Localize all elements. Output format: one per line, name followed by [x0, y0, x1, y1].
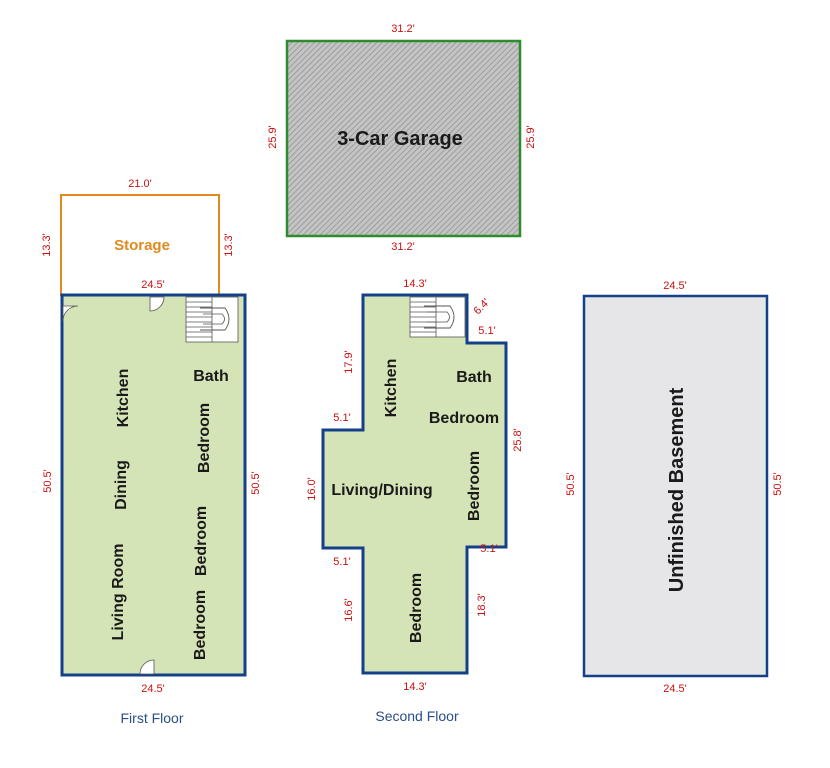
storage-dim-left: 13.3'	[41, 233, 53, 257]
second-floor-dim-left-middle: 16.0'	[306, 477, 318, 501]
first-floor-living-room-label: Living Room	[110, 544, 127, 641]
garage: 3-Car Garage 31.2' 31.2' 25.9' 25.9'	[267, 23, 537, 253]
basement-label: Unfinished Basement	[666, 387, 688, 592]
basement-dim-top: 24.5'	[663, 280, 687, 292]
second-floor-outline	[321, 293, 508, 675]
second-floor-dim-left-step-bottom: 5.1'	[333, 556, 350, 568]
second-floor-caption: Second Floor	[375, 708, 459, 724]
second-floor: Kitchen Bath Bedroom Bedroom Bedroom Liv…	[306, 278, 524, 724]
first-floor-kitchen-label: Kitchen	[115, 369, 132, 428]
second-floor-dim-bottom: 14.3'	[403, 681, 427, 693]
garage-dim-bottom: 31.2'	[391, 241, 415, 253]
second-floor-dim-lower-left: 16.6'	[343, 598, 355, 622]
basement-outline	[582, 294, 769, 678]
stairs-icon	[409, 296, 466, 338]
first-floor-dim-top: 24.5'	[141, 279, 165, 291]
door-left-icon	[62, 305, 79, 322]
garage-label: 3-Car Garage	[337, 128, 463, 150]
storage-dim-right: 13.3'	[223, 233, 235, 257]
basement-dim-left: 50.5'	[565, 472, 577, 496]
first-floor-bedroom-1-label: Bedroom	[196, 403, 213, 473]
second-floor-bedroom-1-label: Bedroom	[429, 410, 499, 427]
second-floor-bath-label: Bath	[456, 369, 492, 386]
first-floor: Kitchen Dining Living Room Bath Bedroom …	[42, 279, 262, 726]
garage-dim-left: 25.9'	[267, 125, 279, 149]
second-floor-dim-right-step: 5.1'	[480, 543, 497, 555]
storage-outline	[60, 194, 220, 296]
first-floor-dim-right: 50.5'	[250, 471, 262, 495]
basement-dim-bottom: 24.5'	[663, 683, 687, 695]
second-floor-dim-lower-right: 18.3'	[476, 593, 488, 617]
door-top-icon	[149, 296, 165, 312]
first-floor-bedroom-2-label: Bedroom	[193, 506, 210, 576]
storage-label: Storage	[114, 237, 170, 254]
second-floor-dim-notch-height: 6.4'	[471, 296, 492, 317]
second-floor-bedroom-2-label: Bedroom	[466, 451, 483, 521]
second-floor-dim-notch-width: 5.1'	[478, 325, 495, 337]
second-floor-bedroom-3-label: Bedroom	[408, 573, 425, 643]
storage: Storage 21.0' 13.3' 13.3'	[41, 178, 235, 296]
first-floor-outline	[60, 293, 247, 677]
storage-dim-top: 21.0'	[128, 178, 152, 190]
second-floor-dim-top: 14.3'	[403, 278, 427, 290]
first-floor-caption: First Floor	[121, 710, 184, 726]
second-floor-dim-upper-left: 17.9'	[343, 350, 355, 374]
first-floor-dim-bottom: 24.5'	[141, 683, 165, 695]
door-bottom-icon	[139, 659, 155, 675]
garage-dim-top: 31.2'	[391, 23, 415, 35]
second-floor-living-dining-label: Living/Dining	[331, 482, 432, 499]
first-floor-dim-left: 50.5'	[42, 469, 54, 493]
garage-dim-right: 25.9'	[525, 125, 537, 149]
first-floor-dining-label: Dining	[113, 460, 130, 510]
garage-outline	[285, 39, 522, 238]
basement: Unfinished Basement 24.5' 24.5' 50.5' 50…	[565, 280, 784, 695]
stairs-icon	[185, 296, 239, 343]
second-floor-kitchen-label: Kitchen	[383, 359, 400, 418]
first-floor-bedroom-3-label: Bedroom	[192, 590, 209, 660]
first-floor-bath-label: Bath	[193, 368, 229, 385]
second-floor-dim-right: 25.8'	[512, 428, 524, 452]
second-floor-dim-left-step-top: 5.1'	[333, 412, 350, 424]
basement-dim-right: 50.5'	[772, 472, 784, 496]
